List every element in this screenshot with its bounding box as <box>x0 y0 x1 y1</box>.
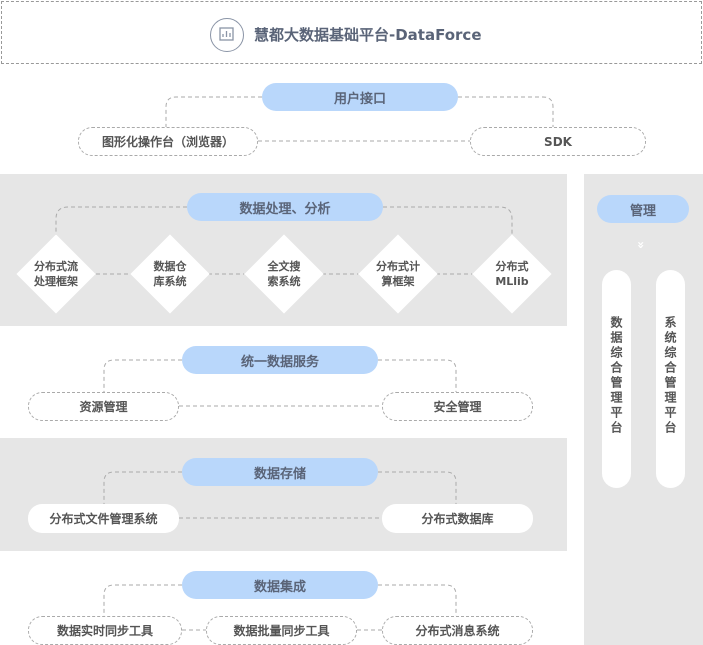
distributed-database-node: 分布式数据库 <box>382 504 533 533</box>
resource-management-node: 资源管理 <box>28 392 179 421</box>
gui-console-node: 图形化操作台（浏览器） <box>78 127 258 156</box>
message-system-node: 分布式消息系统 <box>382 616 533 645</box>
fulltext-search-node: 全文搜 索系统 <box>244 234 324 314</box>
platform-header <box>1 1 702 64</box>
distributed-mllib-node: 分布式 MLlib <box>472 234 552 314</box>
chevron-down-icon: » <box>633 241 648 249</box>
distributed-compute-node: 分布式计 算框架 <box>358 234 438 314</box>
system-management-platform: 系统综合管理平台 <box>656 270 685 488</box>
dfs-node: 分布式文件管理系统 <box>28 504 179 533</box>
management-label: 管理 <box>597 195 689 223</box>
security-management-node: 安全管理 <box>382 392 533 421</box>
batch-sync-node: 数据批量同步工具 <box>206 616 357 645</box>
sdk-node: SDK <box>470 127 646 156</box>
storage-label: 数据存储 <box>182 458 378 486</box>
data-management-platform: 数据综合管理平台 <box>602 270 631 488</box>
processing-label: 数据处理、分析 <box>187 193 383 221</box>
integration-label: 数据集成 <box>182 571 378 599</box>
user-interface-label: 用户接口 <box>262 83 458 111</box>
realtime-sync-node: 数据实时同步工具 <box>28 616 182 645</box>
data-warehouse-node: 数据仓 库系统 <box>130 234 210 314</box>
data-service-label: 统一数据服务 <box>182 346 378 374</box>
platform-title: 慧都大数据基础平台-DataForce <box>254 26 482 44</box>
chart-icon <box>210 18 244 52</box>
stream-processing-node: 分布式流 处理框架 <box>16 234 96 314</box>
